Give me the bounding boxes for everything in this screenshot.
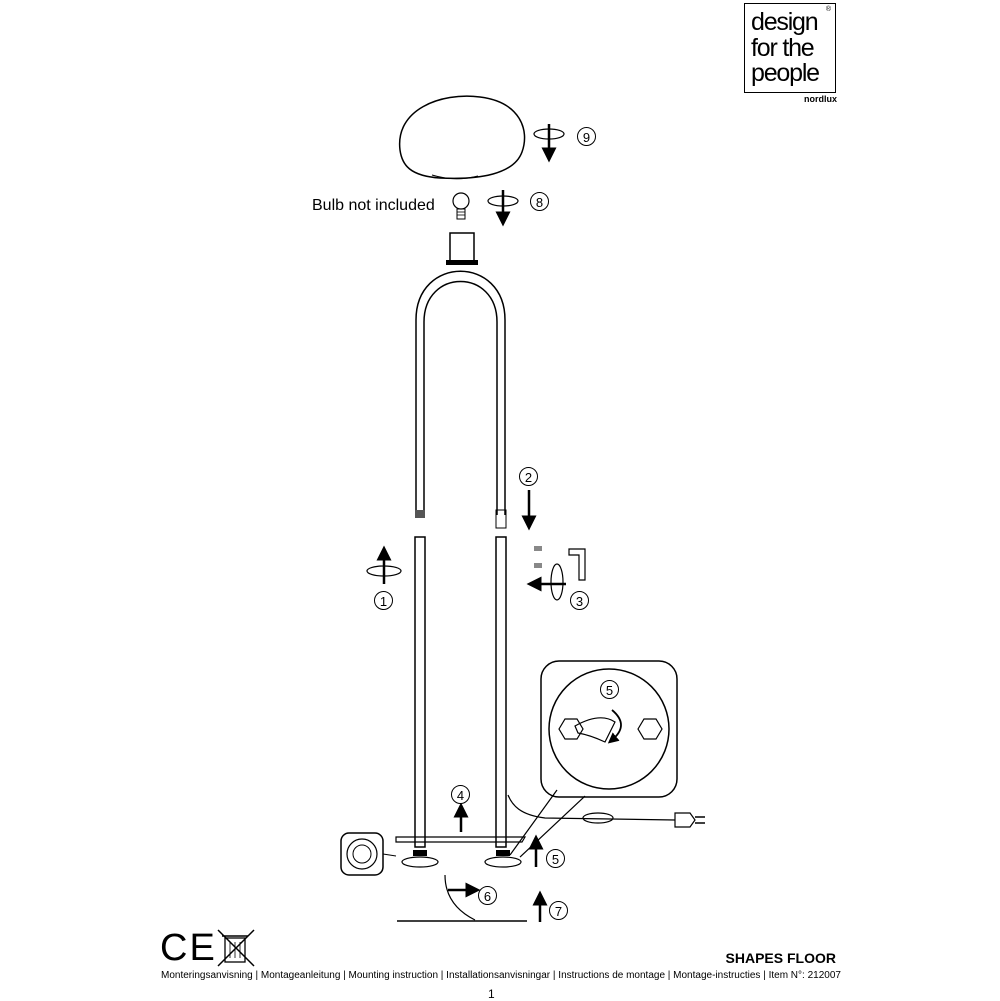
gear-icon xyxy=(340,832,397,876)
allen-key-icon xyxy=(534,546,586,581)
step-3: 3 xyxy=(570,591,589,610)
lamp-socket xyxy=(446,232,478,265)
rotate-icon xyxy=(487,190,519,227)
step-2: 2 xyxy=(519,467,538,486)
felt-sheet xyxy=(397,874,527,922)
detail-callout xyxy=(509,660,678,858)
step-9: 9 xyxy=(577,127,596,146)
bulb-note: Bulb not included xyxy=(312,197,435,214)
step-7: 7 xyxy=(549,901,568,920)
base-plate xyxy=(395,836,527,868)
lamp-shade xyxy=(399,95,526,180)
step-5: 5 xyxy=(546,849,565,868)
brand-line-3: people xyxy=(751,59,820,87)
brand-sub: nordlux xyxy=(802,94,839,104)
instruction-languages: Monteringsanvisning | Montageanleitung |… xyxy=(161,970,841,981)
step-5-detail: 5 xyxy=(600,680,619,699)
rotate-icon xyxy=(526,563,566,601)
frame-arch xyxy=(415,270,507,529)
product-title: SHAPES FLOOR xyxy=(725,950,836,966)
step-6: 6 xyxy=(478,886,497,905)
power-cable xyxy=(507,794,676,824)
step-4: 4 xyxy=(451,785,470,804)
rotate-icon xyxy=(533,124,565,163)
ce-mark-icon: CE xyxy=(160,927,217,969)
brand-line-2: for the xyxy=(751,34,815,62)
frame-lower-poles xyxy=(414,536,507,848)
step-1: 1 xyxy=(374,591,393,610)
page-number: 1 xyxy=(488,987,495,1001)
brand-line-1: design xyxy=(751,8,819,36)
rotate-icon xyxy=(366,545,402,584)
plug-icon xyxy=(674,812,705,828)
step-8: 8 xyxy=(530,192,549,211)
brand-logo: ® design for the people nordlux xyxy=(744,3,839,104)
weee-bin-icon xyxy=(217,929,255,967)
bulb-icon xyxy=(452,192,470,220)
registered-mark: ® xyxy=(825,6,831,13)
